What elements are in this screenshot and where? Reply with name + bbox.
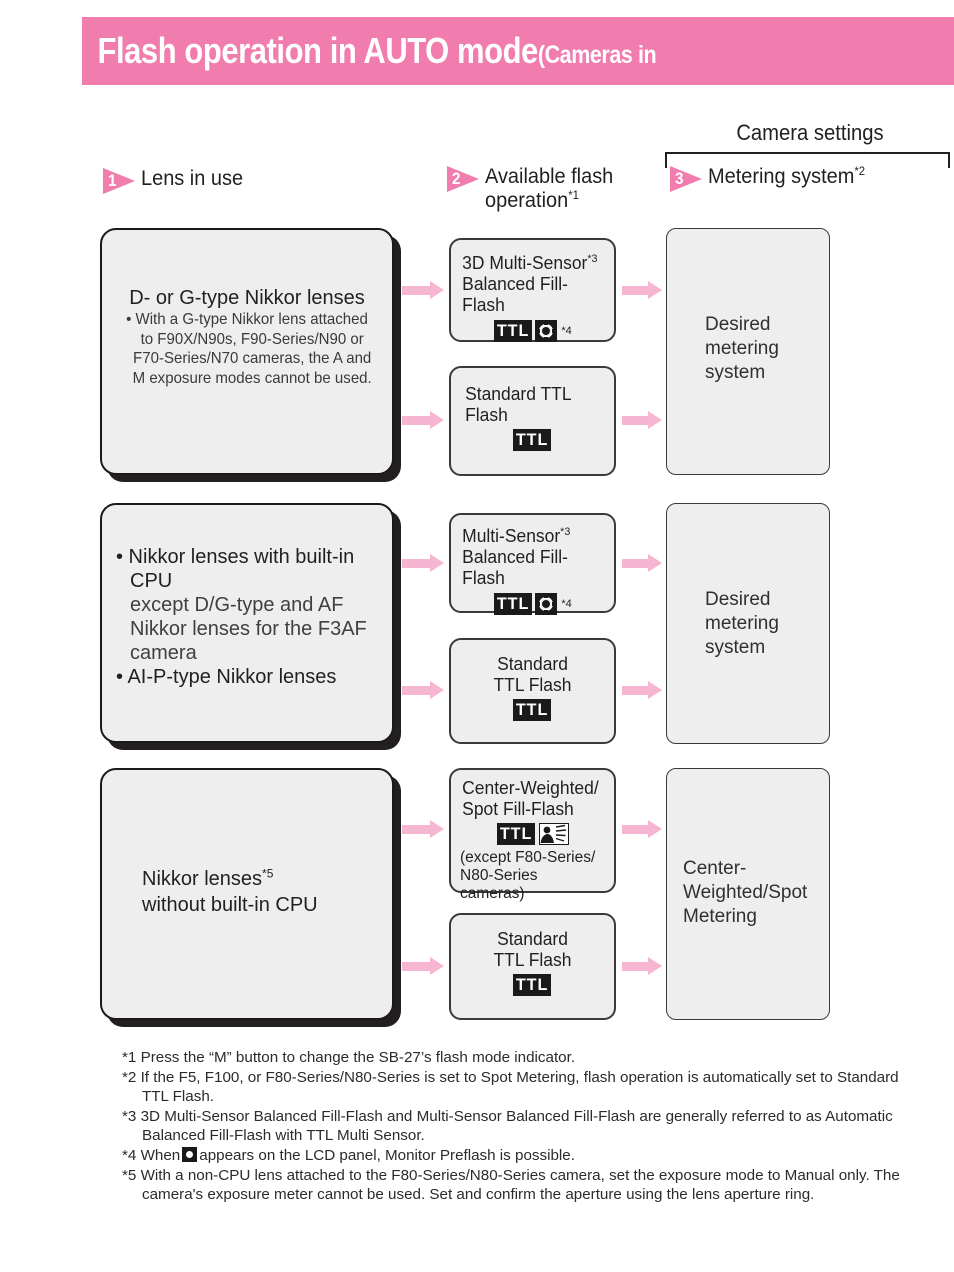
arrow-r3-flash1-to-metering <box>622 820 662 838</box>
arrow-r3-lens-to-flash1 <box>402 820 444 838</box>
footnote-ref-4: *4 <box>561 324 572 337</box>
arrow-r1-lens-to-flash2 <box>402 411 444 429</box>
column-header-metering-system: 3 Metering system*2 <box>670 164 873 192</box>
marker-1-icon: 1 <box>103 168 135 194</box>
title-banner: Flash operation in AUTO mode(Cameras in <box>82 17 954 85</box>
flash-box-r1c1-line1: 3D Multi-Sensor*3 <box>462 253 598 273</box>
lens-box-row2: • Nikkor lenses with built-in CPU except… <box>100 503 394 743</box>
lens-box-row2-sub1: except D/G-type and AF Nikkor lenses for… <box>130 594 367 664</box>
marker-3-icon: 3 <box>670 166 702 192</box>
flash-box-r3c1-note: (except F80-Series/ N80-Series cameras) <box>460 849 596 903</box>
footnote-3: *3 3D Multi-Sensor Balanced Fill-Flash a… <box>122 1107 893 1145</box>
flash-box-r2c1-line1: Multi-Sensor*3 <box>462 526 571 546</box>
lens-box-row2-bullet1: • Nikkor lenses with built-in CPU <box>116 546 355 592</box>
column-header-flash-label: Available flash operation*1 <box>485 165 614 212</box>
metering-box-row2: Desired metering system <box>666 503 830 744</box>
ttl-icon: TTL <box>513 429 552 452</box>
camera-settings-bracket <box>665 152 950 168</box>
arrow-r3-flash2-to-metering <box>622 957 662 975</box>
flash-box-r2c1-line2: Balanced Fill-Flash <box>462 547 568 589</box>
flash-box-r1c2-line2: Flash <box>465 405 508 426</box>
lens-box-row3-text: Nikkor lenses*5 without built-in CPU <box>142 866 318 916</box>
column-header-metering-label: Metering system*2 <box>708 164 866 188</box>
flash-box-r1c2-icons: TTL <box>463 429 602 452</box>
footnotes: *1 Press the “M” button to change the SB… <box>122 1048 922 1205</box>
metering-box-row3: Center- Weighted/Spot Metering <box>666 768 830 1020</box>
arrow-r2-flash2-to-metering <box>622 681 662 699</box>
flash-box-r2c2-line1: Standard <box>497 654 568 674</box>
footnote-5: *5 With a non-CPU lens attached to the F… <box>122 1166 900 1204</box>
metering-box-row1: Desired metering system <box>666 228 830 475</box>
lens-box-row1-title: D- or G-type Nikkor lenses <box>129 287 365 309</box>
footnote-ref-4: *4 <box>561 597 572 610</box>
footnote-1: *1 Press the “M” button to change the SB… <box>122 1049 576 1066</box>
arrow-r1-flash2-to-metering <box>622 411 662 429</box>
flash-box-r3c1-line1: Center-Weighted/ <box>462 778 599 798</box>
ttl-icon: TTL <box>513 699 552 722</box>
camera-settings-label: Camera settings <box>736 120 884 145</box>
ttl-icon: TTL <box>497 823 536 846</box>
footnote-2: *2 If the F5, F100, or F80-Series/N80-Se… <box>122 1068 899 1106</box>
arrow-r1-flash1-to-metering <box>622 281 662 299</box>
flash-box-r2c1-icons: TTL *4 <box>460 592 605 615</box>
page-title: Flash operation in AUTO mode(Cameras in <box>82 33 656 69</box>
flash-box-r3c2: Standard TTL Flash TTL <box>449 913 616 1020</box>
lens-box-row2-bullet2: • AI-P-type Nikkor lenses <box>116 666 337 688</box>
flash-box-r1c1-line2: Balanced Fill-Flash <box>462 274 568 316</box>
flash-box-r3c2-line1: Standard <box>497 929 568 949</box>
flash-box-r3c1-line2: Spot Fill-Flash <box>462 799 574 820</box>
column-header-lens-in-use: 1 Lens in use <box>103 167 248 194</box>
flash-box-r1c1-icons: TTL *4 <box>460 319 605 342</box>
flash-box-r3c1-icons: TTL <box>460 823 605 846</box>
metering-box-row3-text: Center- Weighted/Spot Metering <box>683 858 808 927</box>
footnote-ref-5: *5 <box>262 866 274 881</box>
page-title-main: Flash operation in AUTO mode <box>97 30 538 71</box>
lens-box-row2-list: • Nikkor lenses with built-in CPU except… <box>116 545 378 689</box>
lens-box-row1-note: • With a G-type Nikkor lens attached to … <box>126 311 372 387</box>
arrow-r2-flash1-to-metering <box>622 554 662 572</box>
ttl-icon: TTL <box>494 592 533 615</box>
flash-box-r2c1: Multi-Sensor*3 Balanced Fill-Flash TTL *… <box>449 513 616 615</box>
arrow-r3-lens-to-flash2 <box>402 957 444 975</box>
flash-box-r3c2-line2: TTL Flash <box>493 950 572 971</box>
ttl-icon: TTL <box>494 319 533 342</box>
column-header-available-flash: 2 Available flash operation*1 <box>447 165 620 212</box>
lens-box-row1: D- or G-type Nikkor lenses • With a G-ty… <box>100 228 394 475</box>
fill-flash-person-icon <box>538 823 569 846</box>
marker-2-icon: 2 <box>447 166 479 192</box>
metering-box-row2-text: Desired metering system <box>705 589 779 658</box>
flash-box-r1c2: Standard TTL Flash TTL <box>449 366 616 476</box>
flash-box-r2c2: Standard TTL Flash TTL <box>449 638 616 744</box>
footnote-ref-2: *2 <box>854 164 866 178</box>
monitor-preflash-icon <box>535 592 558 615</box>
ttl-icon: TTL <box>513 974 552 997</box>
flash-box-r3c2-icons: TTL <box>463 974 602 997</box>
flash-box-r2c2-icons: TTL <box>463 699 602 722</box>
lens-box-row3: Nikkor lenses*5 without built-in CPU <box>100 768 394 1020</box>
metering-box-row1-text: Desired metering system <box>705 314 779 383</box>
footnote-ref-1: *1 <box>568 187 579 202</box>
monitor-preflash-icon <box>182 1147 198 1163</box>
page-title-sub: (Cameras in <box>537 41 657 69</box>
flash-box-r3c1: Center-Weighted/ Spot Fill-Flash TTL (ex… <box>449 768 616 902</box>
column-header-lens-label: Lens in use <box>141 167 244 190</box>
monitor-preflash-icon <box>535 319 558 342</box>
arrow-r2-lens-to-flash1 <box>402 554 444 572</box>
flash-box-r2c2-line2: TTL Flash <box>493 675 572 696</box>
arrow-r2-lens-to-flash2 <box>402 681 444 699</box>
arrow-r1-lens-to-flash1 <box>402 281 444 299</box>
flash-box-r1c2-line1: Standard TTL <box>465 384 572 404</box>
flash-box-r1c1: 3D Multi-Sensor*3 Balanced Fill-Flash TT… <box>449 238 616 342</box>
